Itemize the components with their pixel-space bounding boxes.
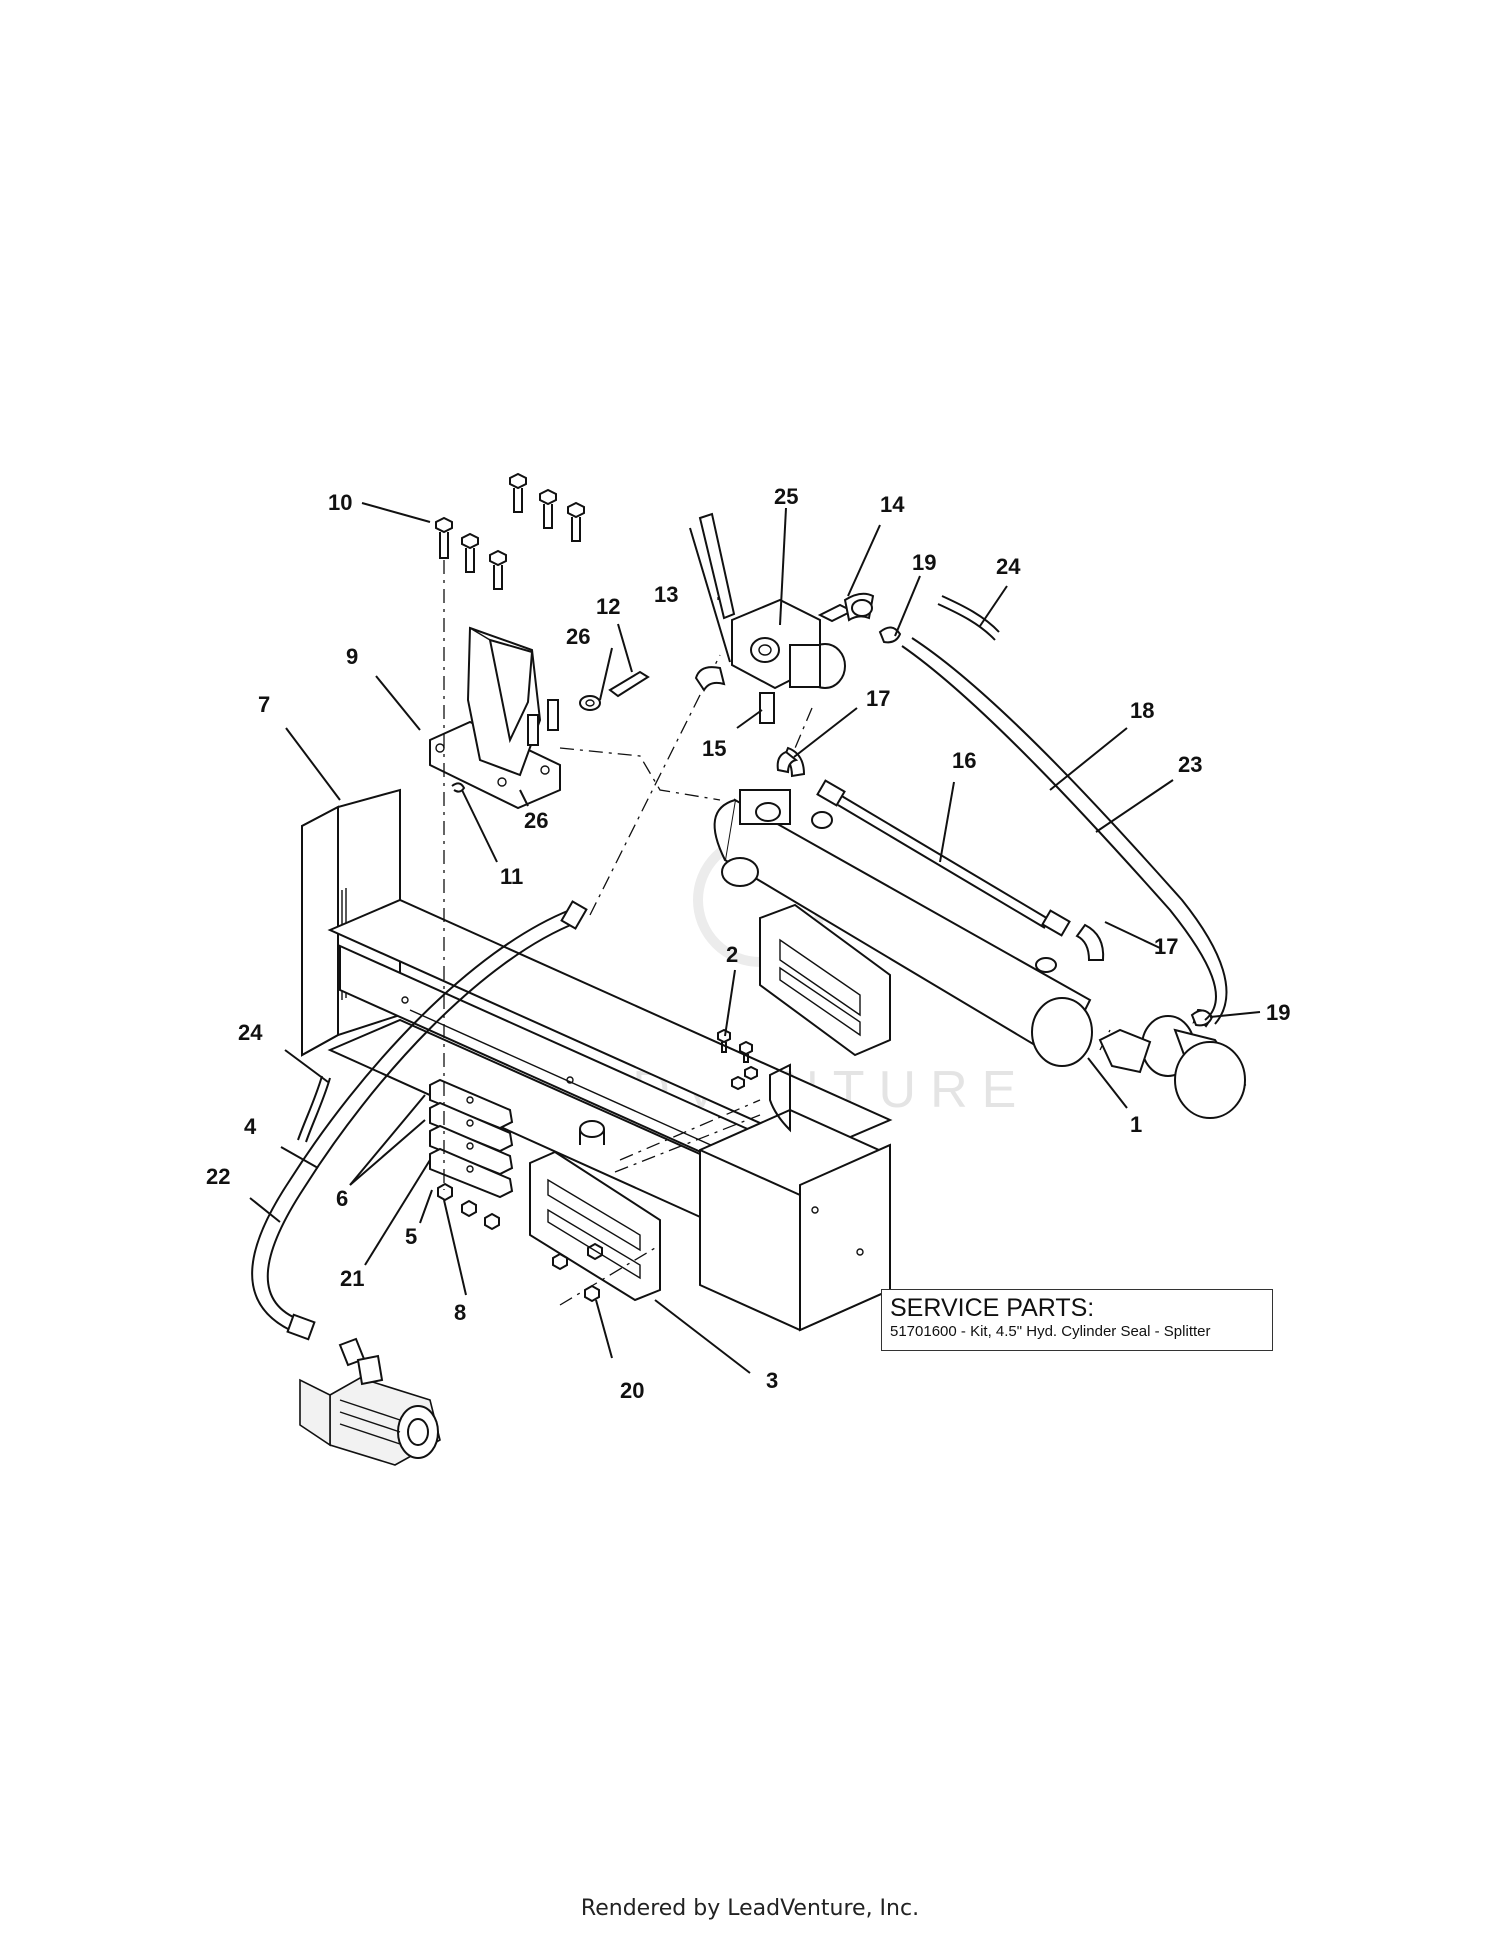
callouts: 1 2 3 4 5 6 7 8 9 10 11 12 13 14 15 16 1…: [206, 484, 1290, 1403]
callout-22: 22: [206, 1164, 230, 1189]
callout-24-left: 24: [238, 1020, 263, 1045]
beam-assembly: [301, 788, 893, 1332]
callout-12: 12: [596, 594, 620, 619]
callout-13: 13: [654, 582, 678, 607]
callout-8: 8: [454, 1300, 466, 1325]
callout-26-bottom: 26: [524, 808, 548, 833]
hoses: [251, 595, 1228, 1341]
callout-16: 16: [952, 748, 976, 773]
callout-17-bottom: 17: [1154, 934, 1178, 959]
callout-24-top: 24: [996, 554, 1021, 579]
callout-20: 20: [620, 1378, 644, 1403]
stacked-links: [429, 1078, 514, 1199]
callout-17-top: 17: [866, 686, 890, 711]
bolt-group-2: [717, 1028, 758, 1091]
callout-23: 23: [1178, 752, 1202, 777]
callout-15: 15: [702, 736, 726, 761]
callout-1: 1: [1130, 1112, 1142, 1137]
callout-18: 18: [1130, 698, 1154, 723]
control-valve: [694, 512, 1214, 1027]
callout-2: 2: [726, 942, 738, 967]
callout-10: 10: [328, 490, 352, 515]
footer-credit: Rendered by LeadVenture, Inc.: [580, 1896, 920, 1921]
callout-25: 25: [774, 484, 798, 509]
hydraulic-pump: [299, 1337, 441, 1466]
callout-26-top: 26: [566, 624, 590, 649]
callout-19-bottom: 19: [1266, 1000, 1290, 1025]
service-parts-box: SERVICE PARTS: 51701600 - Kit, 4.5" Hyd.…: [881, 1289, 1273, 1351]
callout-7: 7: [258, 692, 270, 717]
callout-11: 11: [500, 864, 523, 889]
wedge-assembly: [429, 472, 650, 810]
callout-6: 6: [336, 1186, 348, 1211]
nuts: [437, 1182, 603, 1303]
callout-21: 21: [340, 1266, 364, 1291]
callout-14: 14: [880, 492, 905, 517]
bolts-10: [435, 472, 585, 590]
service-parts-title: SERVICE PARTS:: [890, 1294, 1095, 1322]
callout-19-top: 19: [912, 550, 936, 575]
callout-4: 4: [244, 1114, 257, 1139]
callout-5: 5: [405, 1224, 417, 1249]
leader-lines: [249, 502, 1261, 1374]
callout-9: 9: [346, 644, 358, 669]
service-parts-line: 51701600 - Kit, 4.5" Hyd. Cylinder Seal …: [890, 1323, 1211, 1340]
callout-3: 3: [766, 1368, 778, 1393]
